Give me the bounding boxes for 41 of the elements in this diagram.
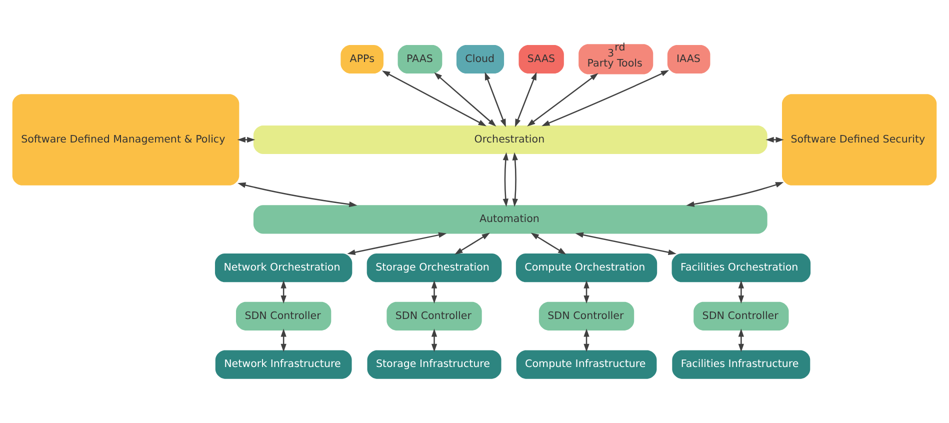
node-box: Software Defined Security (782, 94, 937, 186)
node-box: Network Orchestration (214, 254, 352, 282)
arrow (738, 328, 744, 352)
arrow (484, 72, 506, 128)
arrow (238, 182, 358, 208)
node-box: Compute Orchestration (516, 254, 658, 282)
arrow (237, 136, 256, 143)
arrow (347, 232, 447, 256)
arrow (542, 70, 670, 126)
arrow (431, 280, 438, 304)
node-box: SDN Controller (236, 302, 332, 330)
node-box: APPs (340, 44, 384, 74)
node-box: SDN Controller (694, 302, 789, 330)
node-box: Compute Infrastructure (516, 350, 657, 379)
arrow (382, 70, 486, 126)
node-box: SDN Controller (386, 302, 482, 330)
arrow (738, 280, 744, 304)
arrow (502, 152, 508, 207)
arrow (431, 328, 438, 352)
arrow (512, 152, 518, 207)
node-box: Facilities Infrastructure (672, 350, 810, 379)
node-box: Orchestration (253, 125, 768, 154)
node-box: Network Infrastructure (215, 350, 352, 379)
node-box: SAAS (518, 44, 564, 74)
node-box: SDN Controller (538, 302, 634, 330)
arrow (515, 72, 537, 128)
arrow (454, 232, 490, 254)
arrow (575, 232, 676, 256)
node-box: Storage Infrastructure (367, 350, 502, 379)
node-box: Facilities Orchestration (672, 254, 811, 282)
node-box: Cloud (456, 44, 504, 74)
arrow (527, 73, 598, 126)
arrow (686, 182, 784, 207)
node-box: Software Defined Management & Policy (12, 94, 240, 186)
arrow (530, 232, 566, 254)
node-box: Automation (253, 205, 768, 234)
node-box: PAAS (398, 44, 442, 74)
node-box: Storage Orchestration (366, 254, 502, 282)
arrow (434, 72, 496, 127)
arrow (766, 136, 784, 143)
node-box: IAAS (667, 44, 710, 74)
